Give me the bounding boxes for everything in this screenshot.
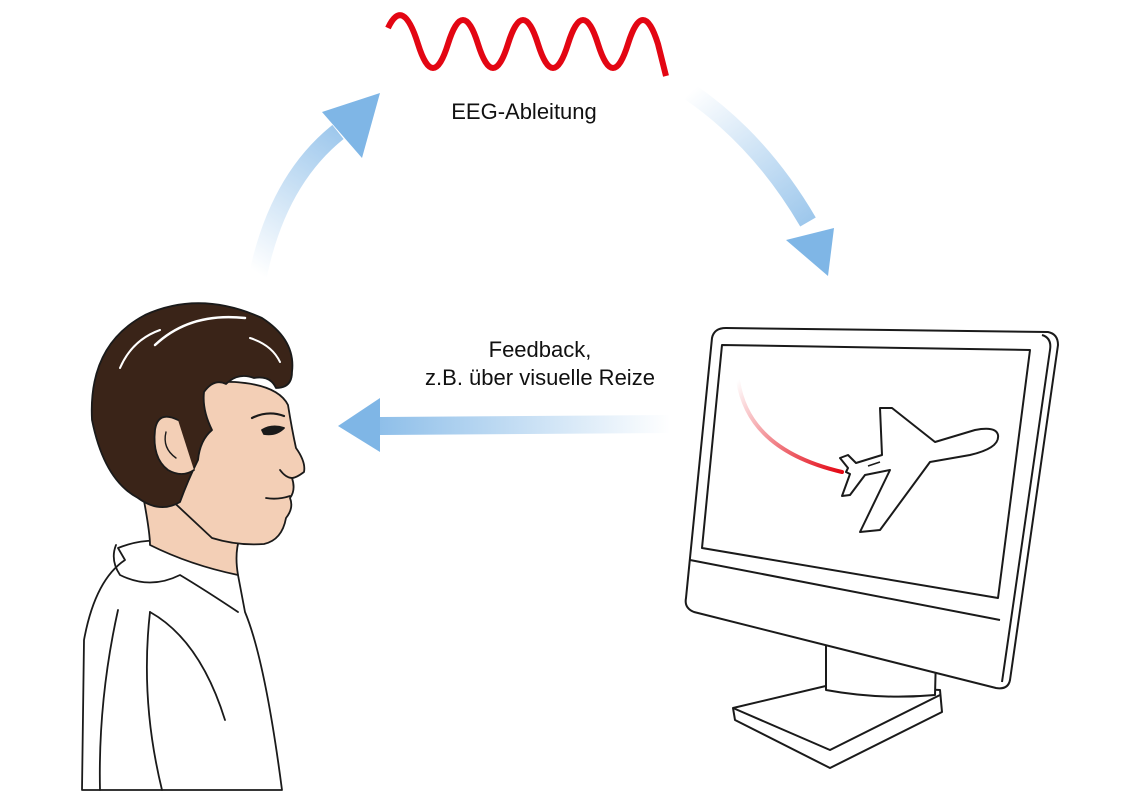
shirt xyxy=(81,539,283,791)
hair xyxy=(90,302,294,508)
feedback-label: Feedback, z.B. über visuelle Reize xyxy=(340,336,740,392)
airplane-icon xyxy=(839,407,1000,533)
feedback-label-line2: z.B. über visuelle Reize xyxy=(425,365,655,390)
feedback-arrow xyxy=(338,398,671,452)
eye xyxy=(261,425,285,436)
eeg-wave-icon xyxy=(385,12,669,77)
ear xyxy=(153,415,195,475)
feedback-label-line1: Feedback, xyxy=(488,337,592,362)
arrow-to-monitor xyxy=(684,84,834,276)
monitor-illustration xyxy=(684,327,1059,769)
eeg-label: EEG-Ableitung xyxy=(451,99,597,124)
flight-trail xyxy=(736,378,844,474)
arrow-to-eeg xyxy=(249,93,380,277)
person-illustration xyxy=(81,302,306,791)
